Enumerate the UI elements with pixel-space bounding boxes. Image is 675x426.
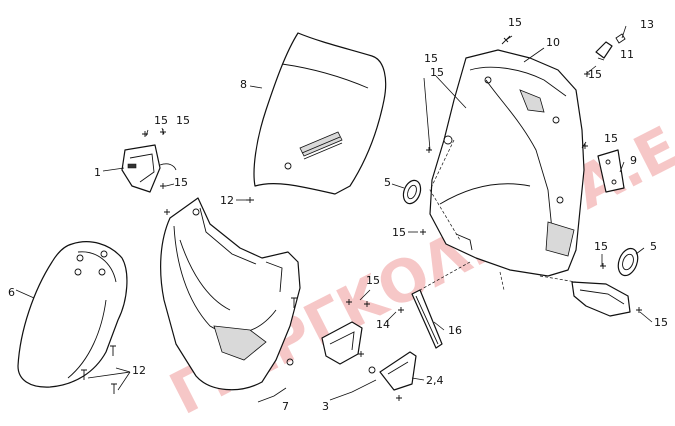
part-9-small-plate (597, 149, 625, 193)
callout-10: 10 (546, 36, 560, 49)
leader-lines (15, 25, 653, 403)
callout-15-d: 15 (588, 68, 602, 81)
callout-3: 3 (322, 400, 329, 413)
callout-15-i: 15 (154, 114, 168, 127)
part-16-long-strip (411, 289, 443, 349)
callout-15-e: 15 (604, 132, 618, 145)
callout-12-bottom: 12 (132, 364, 146, 377)
callout-15-c: 15 (430, 66, 444, 79)
callout-15-f: 15 (392, 226, 406, 239)
part-1-small-bracket (121, 144, 177, 193)
part-7-front-shield (160, 197, 301, 391)
part-5-round-cap-right (617, 247, 639, 277)
callout-1: 1 (94, 166, 101, 179)
callout-5-left: 5 (384, 176, 391, 189)
part-2-4-small-cover (379, 351, 417, 391)
part-6-front-fender (17, 241, 128, 388)
part-5-round-cap-left (402, 179, 422, 205)
callout-12-top: 12 (220, 194, 234, 207)
callout-15-k: 15 (174, 176, 188, 189)
callout-9: 9 (630, 154, 637, 167)
callout-7: 7 (282, 400, 289, 413)
part-11-clip (595, 41, 613, 59)
part-10-inner-panel (429, 49, 585, 277)
callout-15-h: 15 (654, 316, 668, 329)
callout-14: 14 (376, 318, 390, 331)
callout-labels: 1 8 6 7 10 11 13 9 5 5 14 16 2,4 3 12 12… (8, 16, 668, 413)
callout-13: 13 (640, 18, 654, 31)
callout-11: 11 (620, 48, 634, 61)
lower-right-bracket (571, 281, 631, 317)
callout-5-right: 5 (650, 240, 657, 253)
callout-15-b: 15 (424, 52, 438, 65)
part-8-upper-panel (253, 32, 387, 195)
callout-6: 6 (8, 286, 15, 299)
callout-15-j: 15 (176, 114, 190, 127)
callout-15-a: 15 (508, 16, 522, 29)
callout-16: 16 (448, 324, 462, 337)
callout-15-l: 15 (366, 274, 380, 287)
callout-15-g: 15 (594, 240, 608, 253)
callout-2-4: 2,4 (426, 374, 444, 387)
callout-8: 8 (240, 78, 247, 91)
